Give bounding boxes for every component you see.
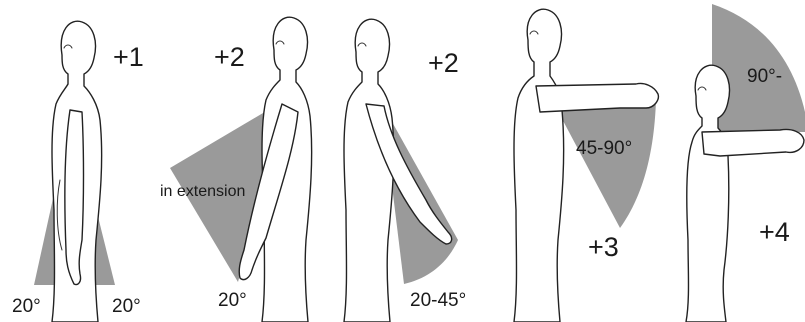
panel-5: 90°- +4 — [686, 4, 805, 322]
panel-3-angle: 20-45° — [410, 290, 466, 311]
panel-1-figure — [52, 21, 102, 322]
panel-3-score: +2 — [428, 48, 459, 78]
panel-2-angle: 20° — [218, 290, 247, 311]
panel-2-extension-label: in extension — [160, 183, 245, 200]
panel-5-score: +4 — [759, 217, 790, 247]
panel-2-score: +2 — [214, 42, 245, 72]
panel-2: +2 in extension 20° — [160, 17, 312, 322]
panel-4-score: +3 — [588, 232, 619, 262]
panel-1-angle-left: 20° — [12, 296, 41, 317]
panel-4-range-wedge — [552, 100, 656, 228]
panel-1-angle-right: 20° — [112, 296, 141, 317]
panel-3: +2 20-45° — [344, 19, 466, 322]
panel-4: 45-90° +3 — [514, 9, 658, 322]
panel-5-angle: 90°- — [747, 66, 782, 87]
panel-4-angle: 45-90° — [576, 138, 632, 159]
panel-1-score: +1 — [113, 42, 144, 72]
panel-1: +1 20° 20° — [12, 21, 144, 322]
